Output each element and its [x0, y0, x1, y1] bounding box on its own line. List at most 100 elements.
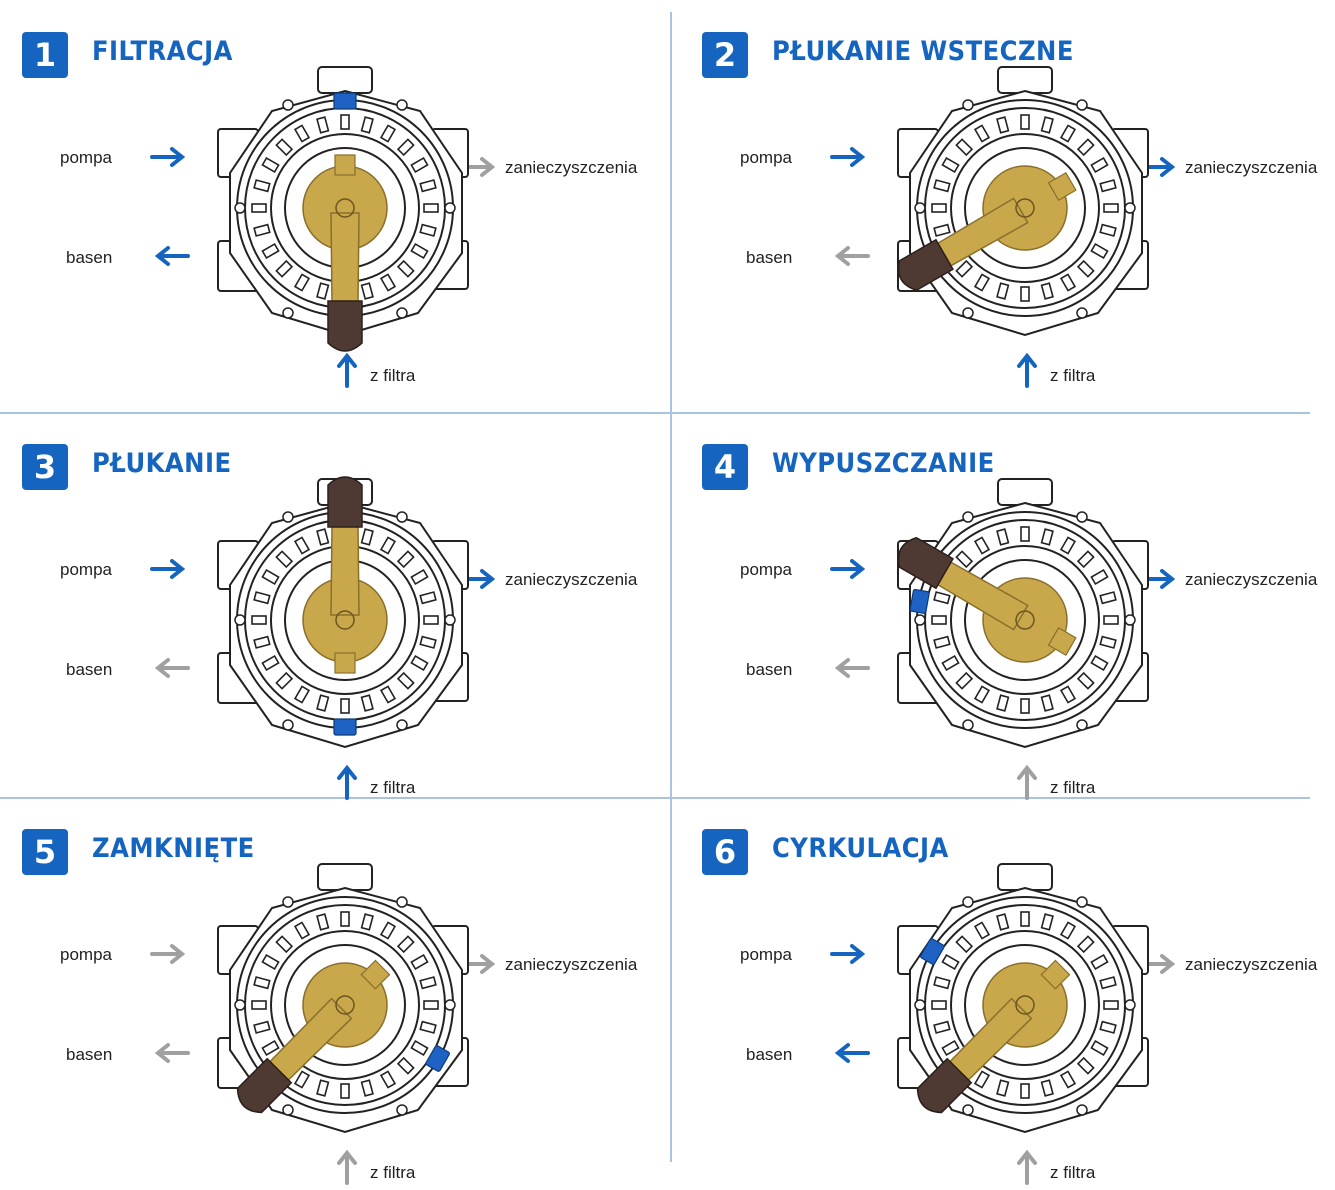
label-pump: pompa: [740, 560, 792, 579]
arrow-pump-in: [830, 145, 870, 174]
valve-diagram: [897, 66, 1149, 337]
arrow-pool-out: [150, 1041, 190, 1070]
arrow-up-icon: [1017, 352, 1037, 388]
bolt-holes: [914, 896, 1136, 1116]
arrow-pump-in: [150, 942, 190, 971]
arrow-right-icon: [150, 944, 186, 964]
bolt-holes: [234, 896, 456, 1116]
position-marker: [425, 1045, 450, 1072]
position-marker: [333, 92, 357, 110]
label-pump: pompa: [60, 945, 112, 964]
arrow-left-icon: [834, 246, 870, 266]
divider-horizontal-2: [0, 797, 1310, 799]
valve: [200, 63, 490, 353]
label-pool: basen: [746, 660, 793, 679]
valve: [200, 860, 490, 1150]
valve-handle: [897, 536, 1077, 663]
label-waste: zanieczyszczenia: [505, 955, 638, 974]
arrow-pool-out: [150, 656, 190, 685]
arrow-up-icon: [1017, 1149, 1037, 1185]
bolt-holes: [914, 99, 1136, 319]
handle-grip: [236, 1057, 293, 1114]
position-marker: [909, 588, 930, 614]
step-title: CYRKULACJA: [772, 833, 949, 864]
label-filter: z filtra: [370, 1163, 416, 1182]
arrow-up-icon: [337, 764, 357, 800]
arrow-filter-in: [335, 348, 359, 393]
valve: [200, 475, 490, 765]
arrow-right-icon: [150, 559, 186, 579]
step-number-badge: 2: [702, 32, 748, 78]
handle-grip: [897, 238, 954, 292]
step-number-badge: 5: [22, 829, 68, 875]
valve-diagram: [217, 66, 469, 352]
step-title: FILTRACJA: [92, 36, 233, 67]
arrow-left-icon: [154, 1043, 190, 1063]
valve-handle: [302, 476, 388, 674]
arrow-pump-in: [830, 942, 870, 971]
valve-handle: [916, 959, 1071, 1114]
valve: [880, 475, 1170, 765]
arrow-left-icon: [834, 1043, 870, 1063]
handle-grip: [897, 536, 954, 590]
valve-slots: [931, 114, 1119, 302]
label-pool: basen: [66, 248, 113, 267]
arrow-pump-in: [150, 557, 190, 586]
label-waste: zanieczyszczenia: [1185, 955, 1318, 974]
arrow-pool-out: [830, 1041, 870, 1070]
arrow-filter-in: [1015, 760, 1039, 805]
arrow-filter-in: [1015, 1145, 1039, 1190]
arrow-filter-in: [1015, 348, 1039, 393]
label-waste: zanieczyszczenia: [1185, 158, 1318, 177]
arrow-filter-in: [335, 1145, 359, 1190]
label-waste: zanieczyszczenia: [505, 570, 638, 589]
arrow-up-icon: [337, 352, 357, 388]
panel-plukanie-wsteczne: 2 PŁUKANIE WSTECZNE pompa basen zanieczy…: [680, 8, 1335, 393]
handle-grip: [916, 1057, 973, 1114]
panel-plukanie: 3 PŁUKANIE pompa basen zanieczyszczenia …: [0, 420, 660, 805]
valve: [880, 860, 1170, 1150]
arrow-left-icon: [834, 658, 870, 678]
label-filter: z filtra: [1050, 1163, 1096, 1182]
step-number-badge: 1: [22, 32, 68, 78]
arrow-pool-out: [830, 656, 870, 685]
label-filter: z filtra: [370, 366, 416, 385]
arrow-left-icon: [154, 246, 190, 266]
arrow-right-icon: [150, 147, 186, 167]
arrow-right-icon: [830, 944, 866, 964]
valve-handle: [236, 959, 391, 1114]
label-filter: z filtra: [370, 778, 416, 797]
panel-wypuszczanie: 4 WYPUSZCZANIE pompa basen zanieczyszcze…: [680, 420, 1335, 805]
label-pool: basen: [66, 660, 113, 679]
step-title: ZAMKNIĘTE: [92, 833, 255, 864]
arrow-pump-in: [150, 145, 190, 174]
step-number-badge: 4: [702, 444, 748, 490]
position-marker: [920, 938, 945, 965]
label-filter: z filtra: [1050, 366, 1096, 385]
label-pump: pompa: [60, 148, 112, 167]
label-waste: zanieczyszczenia: [1185, 570, 1318, 589]
label-pump: pompa: [740, 148, 792, 167]
arrow-up-icon: [337, 1149, 357, 1185]
step-number-badge: 3: [22, 444, 68, 490]
arrow-left-icon: [154, 658, 190, 678]
arrow-filter-in: [335, 760, 359, 805]
arrow-up-icon: [1017, 764, 1037, 800]
step-number-badge: 6: [702, 829, 748, 875]
valve-handle: [897, 165, 1077, 292]
valve-diagram: [217, 476, 469, 749]
valve: [880, 63, 1170, 353]
handle-grip: [327, 476, 363, 528]
valve-handle: [302, 154, 388, 352]
label-waste: zanieczyszczenia: [505, 158, 638, 177]
arrow-pool-out: [150, 244, 190, 273]
step-title: PŁUKANIE: [92, 448, 232, 479]
panel-zamkniete: 5 ZAMKNIĘTE pompa basen zanieczyszczenia…: [0, 805, 660, 1190]
label-pump: pompa: [60, 560, 112, 579]
valve-diagram: [897, 478, 1149, 749]
valve-diagram: [897, 863, 1149, 1134]
panel-filtracja: 1 FILTRACJA pompa basen zanieczyszczenia…: [0, 8, 660, 393]
valve-diagram: [217, 863, 469, 1134]
bolt-holes: [234, 99, 456, 319]
step-title: PŁUKANIE WSTECZNE: [772, 36, 1074, 67]
